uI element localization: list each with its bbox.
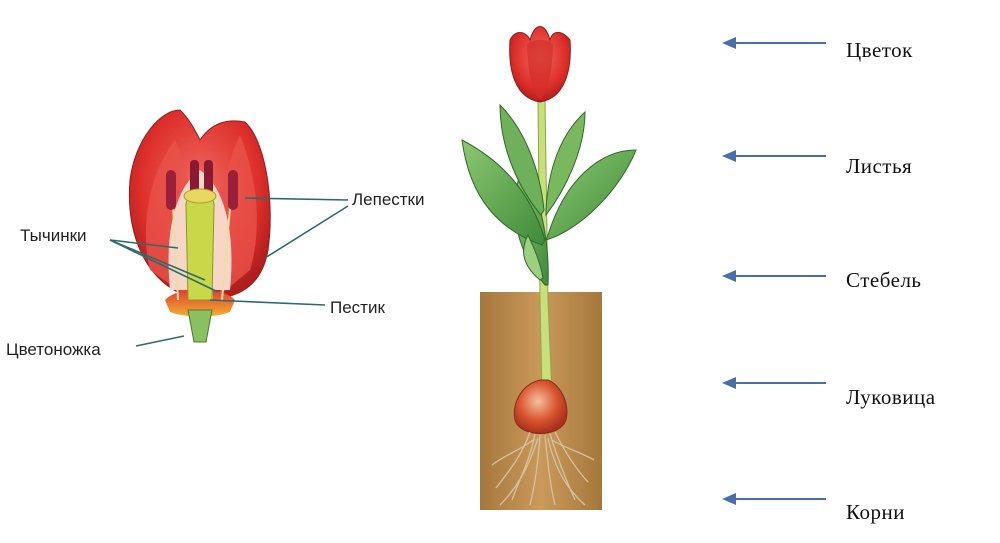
- petals-leader-line-1: [244, 197, 349, 201]
- pistil-leader-line: [209, 299, 326, 306]
- arrow-leaves: [722, 150, 826, 162]
- pedicel-leader-line: [135, 335, 185, 347]
- part-arrows: [722, 37, 826, 505]
- label-bulb: Луковица: [846, 385, 936, 409]
- label-flower: Цветок: [846, 38, 913, 62]
- bulb-illustration: [513, 379, 568, 434]
- stamens-leader-line-1: [109, 239, 179, 249]
- arrow-flower: [722, 37, 826, 49]
- pedicel-illustration: [187, 309, 213, 343]
- label-pedicel: Цветоножка: [6, 340, 101, 359]
- roots-illustration: [491, 431, 595, 506]
- label-stamens: Тычинки: [20, 226, 87, 245]
- label-petals: Лепестки: [352, 190, 425, 209]
- label-stem: Стебель: [846, 268, 922, 292]
- petals-leader-line-2: [264, 205, 349, 259]
- tulip-flower-illustration: [509, 26, 571, 103]
- tulip-plant-illustration: [461, 26, 637, 510]
- leader-lines: [109, 197, 349, 347]
- leaves-illustration: [461, 103, 637, 286]
- stamens-leader-line-2: [109, 239, 206, 281]
- pistil-illustration: [183, 188, 217, 301]
- label-pistil: Пестик: [330, 298, 385, 317]
- arrow-stem: [722, 270, 826, 282]
- arrow-bulb: [722, 377, 826, 389]
- stamens-leader-line-3: [109, 239, 219, 293]
- label-leaves: Листья: [846, 154, 913, 178]
- label-roots: Корни: [846, 500, 905, 524]
- flower-section-illustration: [128, 109, 271, 343]
- arrow-roots: [722, 493, 826, 505]
